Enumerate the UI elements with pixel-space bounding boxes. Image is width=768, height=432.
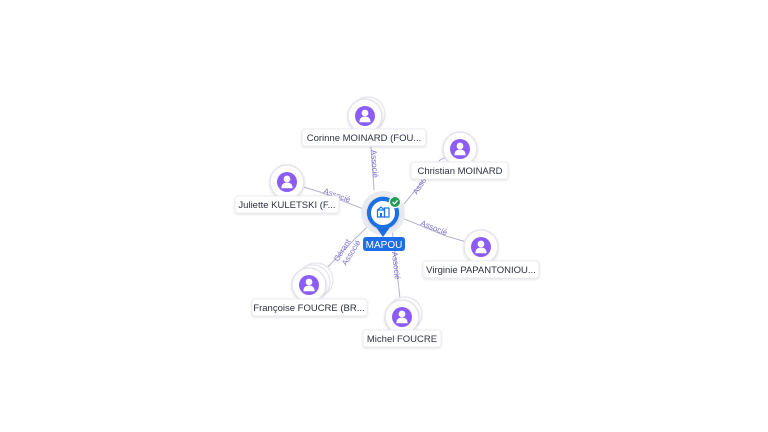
edge-label-michel: Associé [390,251,402,280]
person-node-christian[interactable]: Christian MOINARD [410,131,509,180]
person-label-juliette: Juliette KULETSKI (F... [238,200,335,211]
person-label-virginie: Virginie PAPANTONIOU... [426,265,536,276]
person-label-francoise: Françoise FOUCRE (BR... [253,303,364,314]
edge-labels: Associé Associé Associé Associé Gérant A… [322,150,449,281]
person-node-juliette[interactable]: Juliette KULETSKI (F... [234,164,340,214]
person-node-michel[interactable]: Michel FOUCRE [362,296,442,348]
company-node-center[interactable]: MAPOU [361,191,405,251]
edge-label-virginie: Associé [419,219,449,238]
person-node-virginie[interactable]: Virginie PAPANTONIOU... [422,229,540,279]
person-label-christian: Christian MOINARD [418,166,503,177]
person-label-michel: Michel FOUCRE [367,334,437,345]
person-node-corinne[interactable]: Corinne MOINARD (FOU... [301,96,427,147]
edge-label-corinne: Associé [369,150,380,179]
person-node-francoise[interactable]: Françoise FOUCRE (BR... [251,262,368,317]
company-building-icon [376,206,390,218]
person-label-corinne: Corinne MOINARD (FOU... [307,133,422,144]
verified-check-icon [388,195,402,209]
company-label: MAPOU [366,240,403,251]
